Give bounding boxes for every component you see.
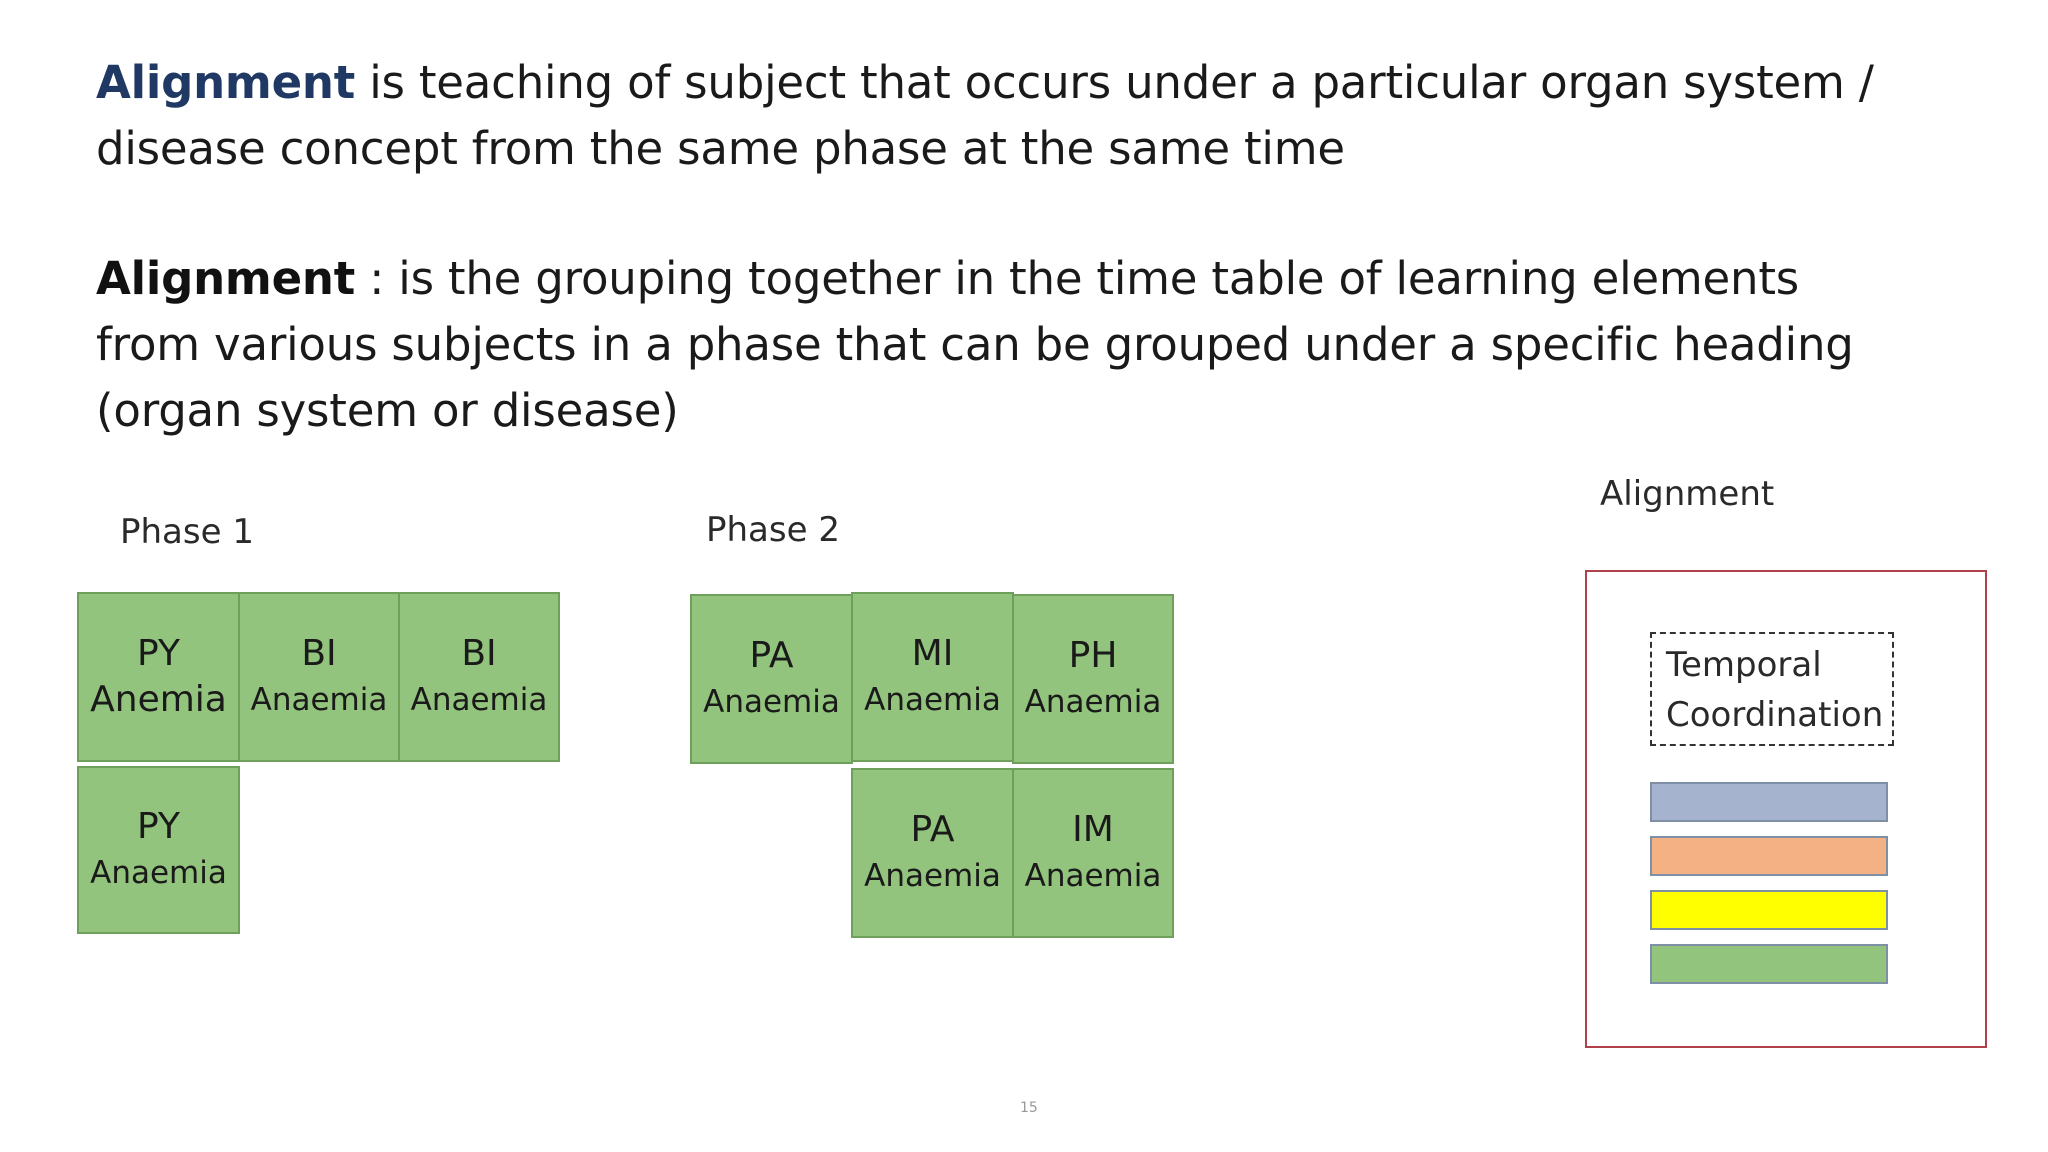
cell-code: BI (461, 633, 497, 674)
phase-2-cell: PH Anaemia (1012, 594, 1174, 764)
phase-2-label: Phase 2 (706, 510, 840, 550)
cell-topic: Anemia (90, 679, 227, 720)
cell-code: MI (911, 633, 954, 674)
cell-topic: Anaemia (410, 682, 548, 718)
phase-1-cell: PY Anaemia (77, 766, 240, 934)
definition-2-term: Alignment (96, 252, 356, 305)
phase-2-cell: MI Anaemia (851, 592, 1014, 762)
definition-1: Alignment is teaching of subject that oc… (96, 50, 1916, 182)
phase-2-cell: IM Anaemia (1012, 768, 1174, 938)
cell-code: PY (137, 806, 180, 847)
definition-1-text: is teaching of subject that occurs under… (96, 56, 1874, 175)
alignment-legend-box (1585, 570, 1987, 1048)
cell-topic: Anaemia (864, 858, 1001, 894)
alignment-swatch-blue (1650, 782, 1888, 822)
definition-2-text: : is the grouping together in the time t… (96, 252, 1854, 437)
temporal-coordination-box: Temporal Coordination (1650, 632, 1894, 746)
alignment-swatch-green (1650, 944, 1888, 984)
cell-topic: Anaemia (864, 682, 1001, 718)
definition-1-term: Alignment (96, 56, 356, 109)
cell-topic: Anaemia (703, 684, 840, 720)
phase-1-cell: BI Anaemia (398, 592, 560, 762)
slide-number: 15 (1020, 1100, 1038, 1116)
phase-1-label: Phase 1 (120, 512, 254, 552)
definition-2: Alignment : is the grouping together in … (96, 246, 1916, 444)
phase-2-cell: PA Anaemia (690, 594, 853, 764)
alignment-label: Alignment (1600, 474, 1775, 514)
phase-1-cell: BI Anaemia (238, 592, 400, 762)
cell-topic: Anaemia (250, 682, 388, 718)
cell-code: PY (137, 633, 180, 674)
alignment-swatch-orange (1650, 836, 1888, 876)
cell-code: IM (1072, 809, 1114, 850)
cell-code: PA (749, 635, 794, 676)
cell-topic: Anaemia (90, 855, 227, 891)
cell-code: PH (1068, 635, 1118, 676)
phase-1-cell: PY Anemia (77, 592, 240, 762)
cell-topic: Anaemia (1024, 684, 1162, 720)
alignment-swatch-yellow (1650, 890, 1888, 930)
phase-2-cell: PA Anaemia (851, 768, 1014, 938)
cell-code: BI (301, 633, 337, 674)
cell-topic: Anaemia (1024, 858, 1162, 894)
cell-code: PA (910, 809, 955, 850)
